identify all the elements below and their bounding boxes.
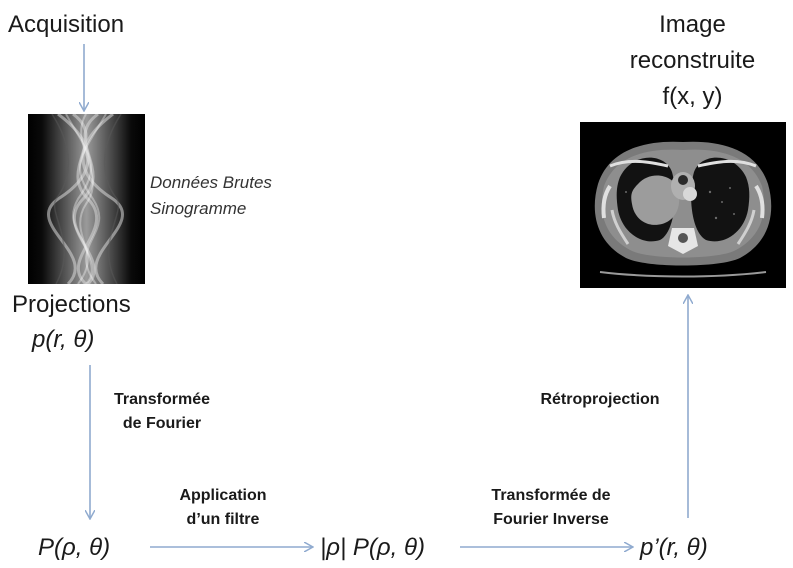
reconstructed-image-line1: Image xyxy=(659,11,726,38)
projections-formula: p(r, θ) xyxy=(32,326,95,353)
fourier-transform-line1: Transformée xyxy=(113,391,211,408)
backprojection-label: Rétroprojection xyxy=(540,391,660,408)
ct-scan-image xyxy=(580,122,786,288)
reconstructed-image-formula: f(x, y) xyxy=(662,83,723,110)
fourier-transform-label: Transformée de Fourier xyxy=(92,388,232,436)
fourier-transform-line2: de Fourier xyxy=(122,415,202,432)
inverse-fourier-line1: Transformée de xyxy=(491,487,611,504)
raw-data-note: Données Brutes Sinogramme xyxy=(150,170,272,222)
filter-label: Application d’un filtre xyxy=(158,484,288,532)
raw-data-note-line1: Données Brutes xyxy=(150,173,272,192)
inverse-fourier-label: Transformée de Fourier Inverse xyxy=(466,484,636,532)
filter-line2: d’un filtre xyxy=(186,511,260,528)
inverse-fourier-line2: Fourier Inverse xyxy=(493,511,609,528)
acquisition-label: Acquisition xyxy=(8,11,125,38)
backprojection-input-formula: p’(r, θ) xyxy=(640,534,708,561)
projections-title: Projections xyxy=(12,291,131,318)
reconstructed-image-title: Image reconstruite f(x, y) xyxy=(600,10,785,112)
raw-data-note-line2: Sinogramme xyxy=(150,199,247,218)
reconstructed-image-line2: reconstruite xyxy=(629,47,756,74)
filter-line1: Application xyxy=(179,487,267,504)
fourier-formula: P(ρ, θ) xyxy=(38,534,111,561)
sinogram-image xyxy=(28,112,145,286)
filtered-formula: |ρ| P(ρ, θ) xyxy=(320,534,425,561)
